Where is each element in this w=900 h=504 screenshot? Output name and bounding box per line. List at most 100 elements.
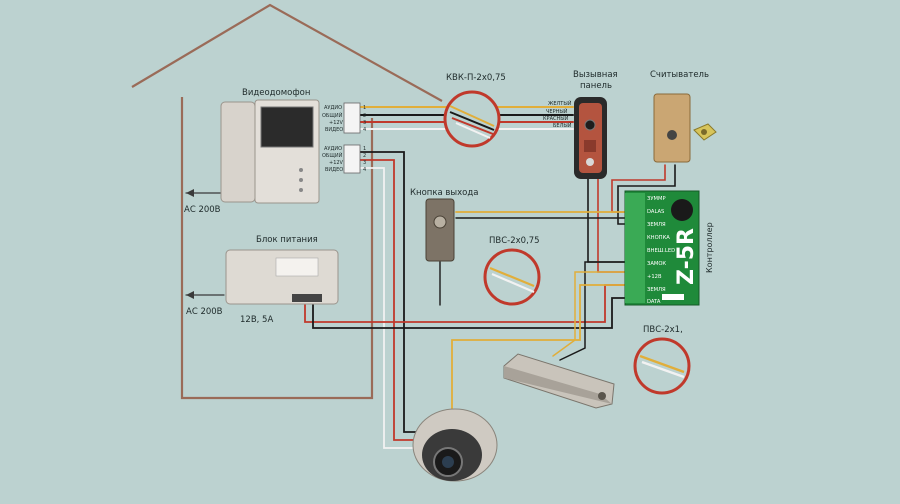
terminal-2-label-1: АУДИО bbox=[324, 146, 342, 152]
wire-cam-red bbox=[359, 159, 419, 441]
controller-model-label: Z-5R bbox=[674, 228, 699, 285]
cable-pvs-1-label: ПВС-2х1, bbox=[643, 325, 683, 335]
dome-camera bbox=[412, 408, 498, 482]
reader-contact bbox=[667, 130, 677, 140]
house-walls bbox=[180, 97, 374, 400]
cable-pvs-075-callout bbox=[483, 248, 541, 306]
terminal-1-num-1: 1 bbox=[363, 105, 366, 111]
intercom-button-1 bbox=[299, 168, 303, 172]
ctl-terminal-8: ЗЕМЛЯ bbox=[647, 287, 666, 293]
cable-kvk-strand-1 bbox=[449, 105, 495, 127]
terminal-2-label-2: ОБЩИЙ bbox=[322, 152, 343, 159]
ac-label-top: АС 200В bbox=[184, 205, 221, 215]
cable-pvs-075-label: ПВС-2х0,75 bbox=[489, 236, 540, 246]
ctl-terminal-2: DALAS bbox=[647, 209, 664, 215]
intercom-handset bbox=[220, 101, 256, 203]
ac-arrowhead-top bbox=[186, 189, 194, 197]
power-supply bbox=[225, 249, 339, 305]
cable-kvk-strand-4 bbox=[455, 122, 491, 139]
intercom-button-2 bbox=[299, 178, 303, 182]
wire-cam-white bbox=[359, 167, 419, 449]
terminal-2-label-3: +12V bbox=[329, 160, 344, 166]
lock-face bbox=[504, 366, 612, 404]
wire-panel-ctl-1 bbox=[587, 177, 626, 263]
wire-cam-black bbox=[359, 151, 419, 433]
wire-label-red: КРАСНЫЙ bbox=[543, 115, 569, 122]
controller-name-label: Контроллер bbox=[705, 222, 714, 273]
reader bbox=[653, 93, 717, 163]
exit-button-body bbox=[425, 198, 455, 262]
terminal-block-1-body bbox=[343, 102, 361, 134]
call-panel-label-1: Вызывная bbox=[573, 70, 618, 80]
wire-lock-2 bbox=[552, 271, 626, 357]
ctl-terminal-5: ВНЕШ.LED bbox=[647, 248, 675, 254]
cable-kvk-strand-2 bbox=[449, 111, 495, 131]
cable-pvs-1-strand-2 bbox=[641, 360, 685, 379]
terminal-1-num-2: 2 bbox=[363, 113, 366, 119]
intercom-unit bbox=[220, 99, 320, 204]
cable-kvk-label: КВК-П-2х0,75 bbox=[446, 73, 506, 83]
intercom-screen bbox=[260, 106, 314, 148]
wire-label-white: БЕЛЫЙ bbox=[553, 122, 572, 129]
psu-label: Блок питания bbox=[256, 235, 318, 245]
reader-label: Считыватель bbox=[650, 70, 709, 80]
ctl-terminal-4: КНОПКА bbox=[647, 235, 670, 241]
cable-kvk-ring bbox=[443, 90, 501, 148]
terminal-2-label-4: ВИДЕО bbox=[325, 167, 343, 173]
terminal-2-num-3: 3 bbox=[363, 160, 366, 166]
ac-label-bottom: АС 200В bbox=[186, 307, 223, 317]
cable-pvs-075-strand-1 bbox=[489, 266, 535, 288]
controller-dip-switch bbox=[662, 294, 684, 300]
camera-lens-glass bbox=[442, 456, 454, 468]
cable-pvs-075-strand-2 bbox=[491, 272, 535, 294]
call-panel bbox=[574, 97, 607, 179]
reader-plate bbox=[653, 93, 691, 163]
ctl-terminal-7: +12В bbox=[647, 274, 662, 280]
controller-terminal-strip bbox=[625, 193, 645, 303]
exit-button-knob bbox=[433, 215, 447, 229]
controller: Z-5R Контроллер bbox=[624, 190, 714, 306]
call-panel-face bbox=[579, 103, 602, 173]
wire-psu-black bbox=[312, 297, 626, 329]
ctl-terminal-3: ЗЕМЛЯ bbox=[647, 222, 666, 228]
cable-pvs-1-callout bbox=[633, 337, 691, 395]
cable-pvs-1-strand-1 bbox=[639, 354, 685, 374]
terminal-1-label-2: ОБЩИЙ bbox=[322, 112, 343, 119]
wire-psu-red bbox=[304, 284, 626, 323]
exit-button bbox=[425, 198, 455, 262]
terminal-block-2: АУДИО ОБЩИЙ +12V ВИДЕО 1 2 3 4 bbox=[322, 144, 366, 174]
call-panel-button bbox=[586, 158, 594, 166]
terminal-1-num-4: 4 bbox=[363, 127, 366, 133]
terminal-2-num-2: 2 bbox=[363, 153, 366, 159]
house-roof bbox=[131, 3, 443, 102]
terminal-1-label-1: АУДИО bbox=[324, 105, 342, 111]
ctl-terminal-6: ЗАМОК bbox=[647, 261, 666, 267]
wire-lock-1 bbox=[559, 261, 626, 361]
controller-buzzer bbox=[671, 199, 693, 221]
ac-arrowhead-bottom bbox=[186, 291, 194, 299]
psu-terminals bbox=[292, 294, 322, 302]
wire-reader-2 bbox=[617, 164, 676, 225]
terminal-1-label-3: +12V bbox=[329, 120, 344, 126]
intercom-label: Видеодомофон bbox=[242, 88, 310, 98]
call-panel-camera bbox=[584, 119, 596, 131]
terminal-1-label-4: ВИДЕО bbox=[325, 127, 343, 133]
reader-key-tab bbox=[701, 129, 707, 135]
call-panel-label-2: панель bbox=[580, 81, 612, 91]
door-lock bbox=[503, 353, 615, 409]
cable-kvk-strand-3 bbox=[451, 117, 494, 135]
cable-pvs-1-ring bbox=[633, 337, 691, 395]
wire-label-black: ЧЕРНЫЙ bbox=[546, 108, 568, 115]
terminal-2-num-1: 1 bbox=[363, 146, 366, 152]
psu-rating: 12В, 5А bbox=[240, 315, 273, 325]
terminal-block-1: АУДИО ОБЩИЙ +12V ВИДЕО 1 2 3 4 bbox=[322, 102, 366, 134]
wire-label-yellow: ЖЕЛТЫЙ bbox=[548, 100, 572, 107]
lock-bolt bbox=[598, 392, 606, 400]
terminal-2-num-4: 4 bbox=[363, 167, 366, 173]
exit-button-label: Кнопка выхода bbox=[410, 188, 478, 198]
controller-terminal-labels: ЗУММР DALAS ЗЕМЛЯ КНОПКА ВНЕШ.LED ЗАМОК … bbox=[647, 196, 675, 305]
psu-label-plate bbox=[275, 257, 319, 277]
terminal-block-2-body bbox=[343, 144, 361, 174]
terminal-1-num-3: 3 bbox=[363, 120, 366, 126]
